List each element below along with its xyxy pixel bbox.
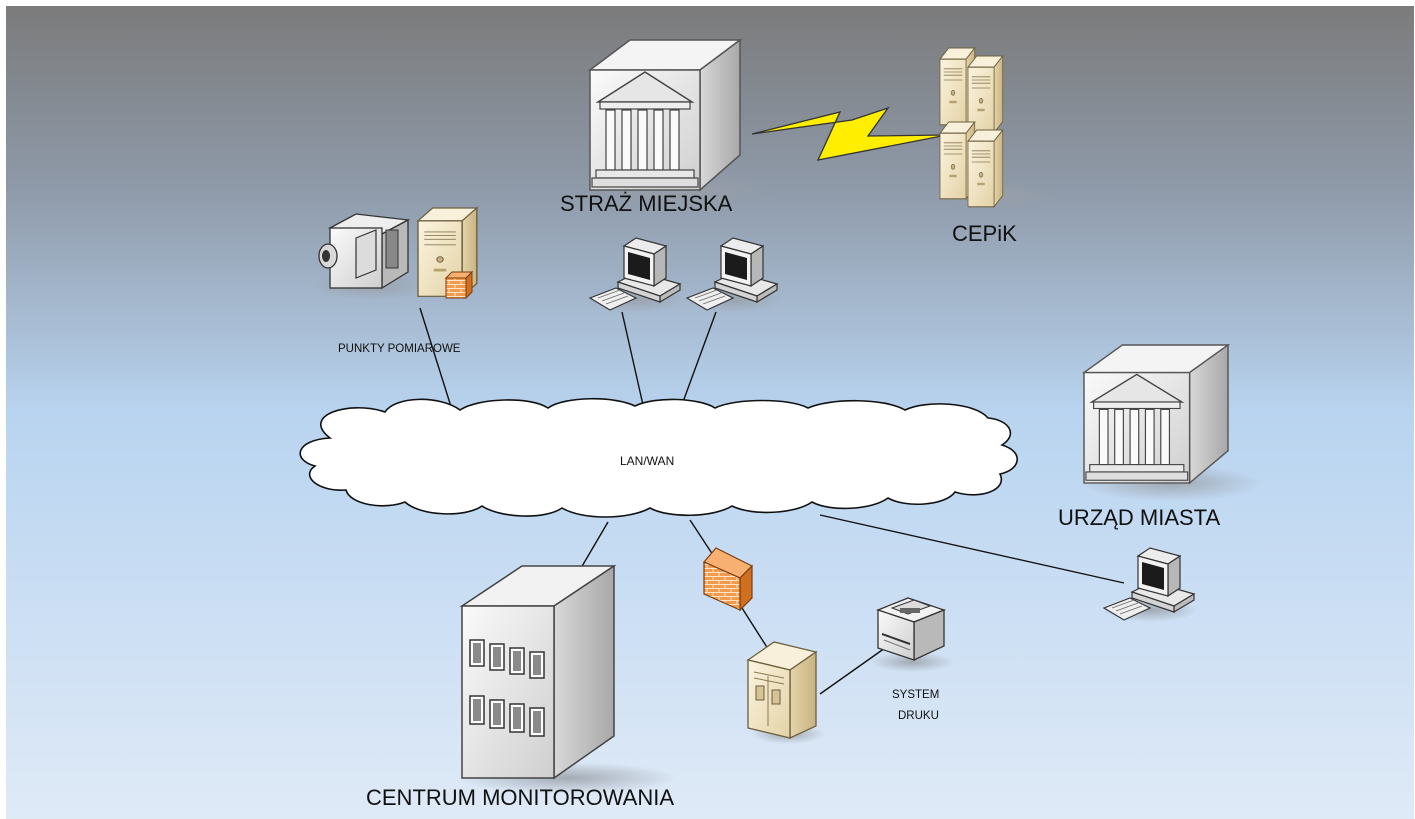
camcorder-icon — [313, 213, 429, 300]
firewall-icon — [703, 547, 754, 612]
cloud-icon — [299, 397, 1018, 518]
office-building-icon — [457, 564, 677, 794]
link-punkty-cloud — [419, 307, 454, 414]
lightning-link-icon — [751, 106, 948, 161]
label-centrum-monitorowania: CENTRUM MONITOROWANIA — [366, 785, 674, 810]
label-urzad-miasta: URZĄD MIASTA — [1058, 505, 1220, 530]
link-ws2-cloud — [679, 311, 717, 411]
label-system-druku-line2: DRUKU — [898, 710, 939, 722]
link-firewall-server — [741, 607, 771, 653]
firewall-icon — [444, 270, 474, 300]
link-server-printer — [819, 647, 886, 695]
connection-lines — [419, 307, 1125, 695]
label-punkty-pomiarowe: PUNKTY POMIAROWE — [338, 343, 461, 355]
label-system-druku-line1: SYSTEM — [892, 689, 939, 701]
laser-printer-icon — [870, 597, 954, 672]
cabinet-server-icon — [746, 641, 826, 744]
label-straz-miejska: STRAŻ MIEJSKA — [560, 191, 733, 216]
label-network: LAN/WAN — [620, 454, 674, 468]
link-ws1-cloud — [621, 311, 644, 406]
label-cepik: CEPiK — [952, 221, 1017, 246]
link-cloud-firewall — [689, 519, 714, 556]
link-cloud-urzad-ws — [819, 514, 1125, 584]
server-cluster-icon — [935, 47, 1055, 210]
